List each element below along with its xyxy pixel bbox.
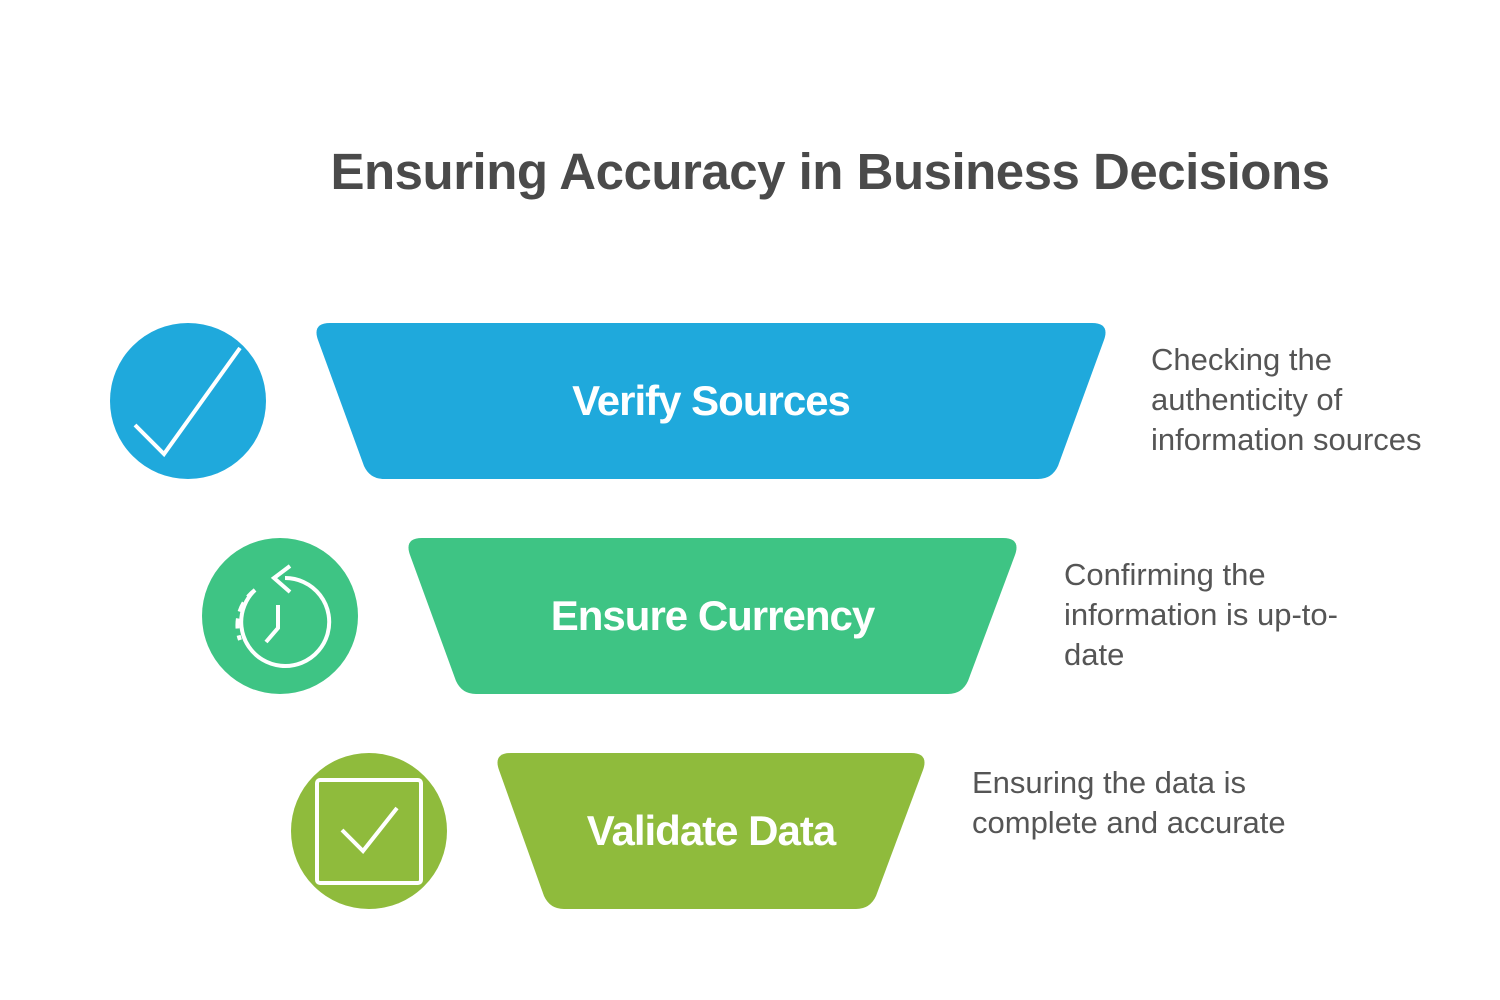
step-verify-sources — [110, 323, 1106, 479]
verify-icon-circle — [110, 323, 266, 479]
validate-icon-circle — [291, 753, 447, 909]
step-description-validate-data: Ensuring the data is complete and accura… — [972, 763, 1286, 843]
step-label-ensure-currency: Ensure Currency — [550, 592, 875, 639]
step-description-ensure-currency: Confirming the information is up-to- dat… — [1064, 555, 1338, 675]
step-label-verify-sources: Verify Sources — [572, 377, 851, 424]
description-line: authenticity of — [1151, 382, 1343, 417]
description-line: Checking the — [1151, 342, 1332, 377]
funnel-layer-1 — [316, 323, 1106, 479]
description-line: complete and accurate — [972, 805, 1286, 840]
checkmark-icon — [133, 346, 242, 458]
description-line: Ensuring the data is — [972, 765, 1247, 800]
description-line: information sources — [1151, 422, 1422, 457]
clock-refresh-icon — [235, 564, 332, 668]
description-line: date — [1064, 637, 1125, 672]
checkbox-check-icon — [340, 806, 399, 855]
step-label-validate-data: Validate Data — [586, 807, 836, 854]
description-line: Confirming the — [1064, 557, 1266, 592]
diagram-title: Ensuring Accuracy in Business Decisions — [330, 143, 1330, 200]
step-ensure-currency — [202, 538, 1017, 694]
funnel-layer-2 — [408, 538, 1017, 694]
step-description-verify-sources: Checking the authenticity of information… — [1151, 340, 1422, 460]
checkbox-icon — [315, 778, 423, 885]
description-line: information is up-to- — [1064, 597, 1338, 632]
funnel-layer-3 — [497, 753, 925, 909]
step-validate-data — [291, 753, 925, 909]
